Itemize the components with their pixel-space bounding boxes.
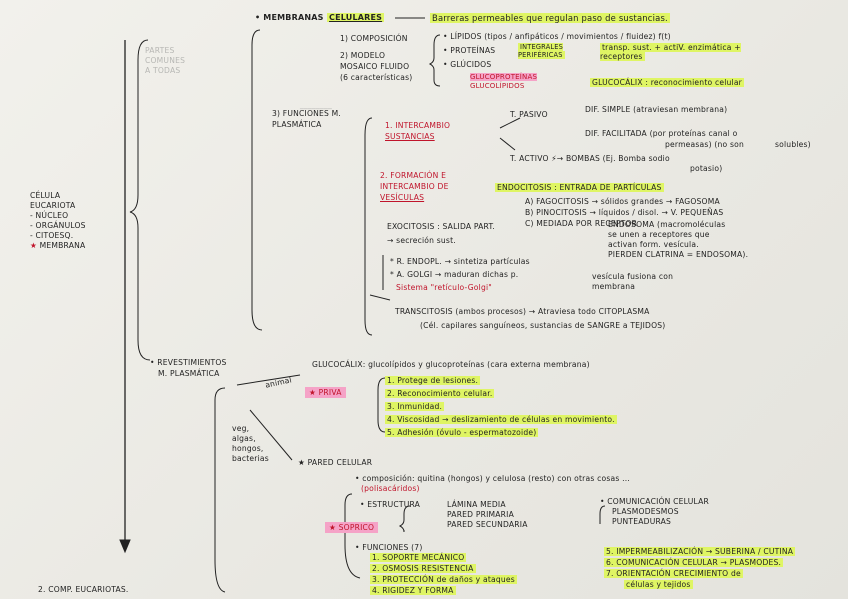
bleed-text: ________ <box>300 100 332 109</box>
endo-items: A) FAGOCITOSIS → sólidos grandes → FAGOS… <box>525 197 724 228</box>
transp: transp. sust. + actiV. enzimática +recep… <box>600 43 741 61</box>
glucidos-item: • GLÚCIDOS <box>443 60 492 69</box>
dif-simple: DIF. SIMPLE (atraviesan membrana) <box>585 105 728 114</box>
composicion-label: 1) COMPOSICIÓN <box>340 34 408 43</box>
funciones-label: 3) FUNCIONES M.PLASMÁTICA <box>272 109 342 129</box>
membranas-desc: Barreras permeables que regulan paso de … <box>430 13 670 23</box>
proteinas-item: • PROTEÍNAS <box>443 46 496 55</box>
estructura: • ESTRUCTURA <box>360 500 421 509</box>
priva-badge: ★ PRIVA <box>305 387 346 398</box>
t-pasivo: T. PASIVO <box>510 110 548 119</box>
bottom-heading: 2. COMP. EUCARIOTAS. <box>38 585 129 594</box>
funciones-right: 5. IMPERMEABILIZACIÓN → SUBERINA / CUTIN… <box>604 547 796 589</box>
endocitosis: ENDOCITOSIS : ENTRADA DE PARTÍCULAS <box>495 183 664 192</box>
t-activo: T. ACTIVO ⚡→ BOMBAS (Ej. Bomba sodio <box>510 154 670 163</box>
secrecion: → secreción sust. <box>387 236 456 245</box>
composicion-pared: • composición: quitina (hongos) y celulo… <box>355 474 630 493</box>
membranas-sub: CELULARES <box>327 13 385 22</box>
soprico-badge: ★ SOPRICO <box>325 522 379 533</box>
exocitosis: EXOCITOSIS : SALIDA PART. <box>387 222 496 231</box>
membranas-label: • MEMBRANAS <box>255 13 324 22</box>
glucocalix-rev: GLUCOCÁLIX: glucolípidos y glucoproteína… <box>312 360 590 369</box>
transcitosis: TRANSCITOSIS (ambos procesos) → Atravies… <box>395 307 666 330</box>
funciones-pared: • FUNCIONES (7) <box>355 543 423 552</box>
potasio: potasio) <box>690 164 723 173</box>
golgi-block: * R. ENDOPL. → sintetiza partículas* A. … <box>390 257 530 292</box>
glucocalix-reconocimiento: GLUCOCÁLIX : reconocimiento celular <box>590 78 745 87</box>
funciones-left: 1. SOPORTE MECÁNICO 2. OSMOSIS RESISTENC… <box>370 553 517 595</box>
priva-items: 1. Protege de lesiones. 2. Reconocimient… <box>385 376 617 437</box>
lipidos-item: • LÍPIDOS (tipos / anfipáticos / movimie… <box>443 32 671 41</box>
veg-label: veg,algas,hongos,bacterias <box>232 424 269 463</box>
pared-celular: ★ PARED CELULAR <box>298 458 373 467</box>
